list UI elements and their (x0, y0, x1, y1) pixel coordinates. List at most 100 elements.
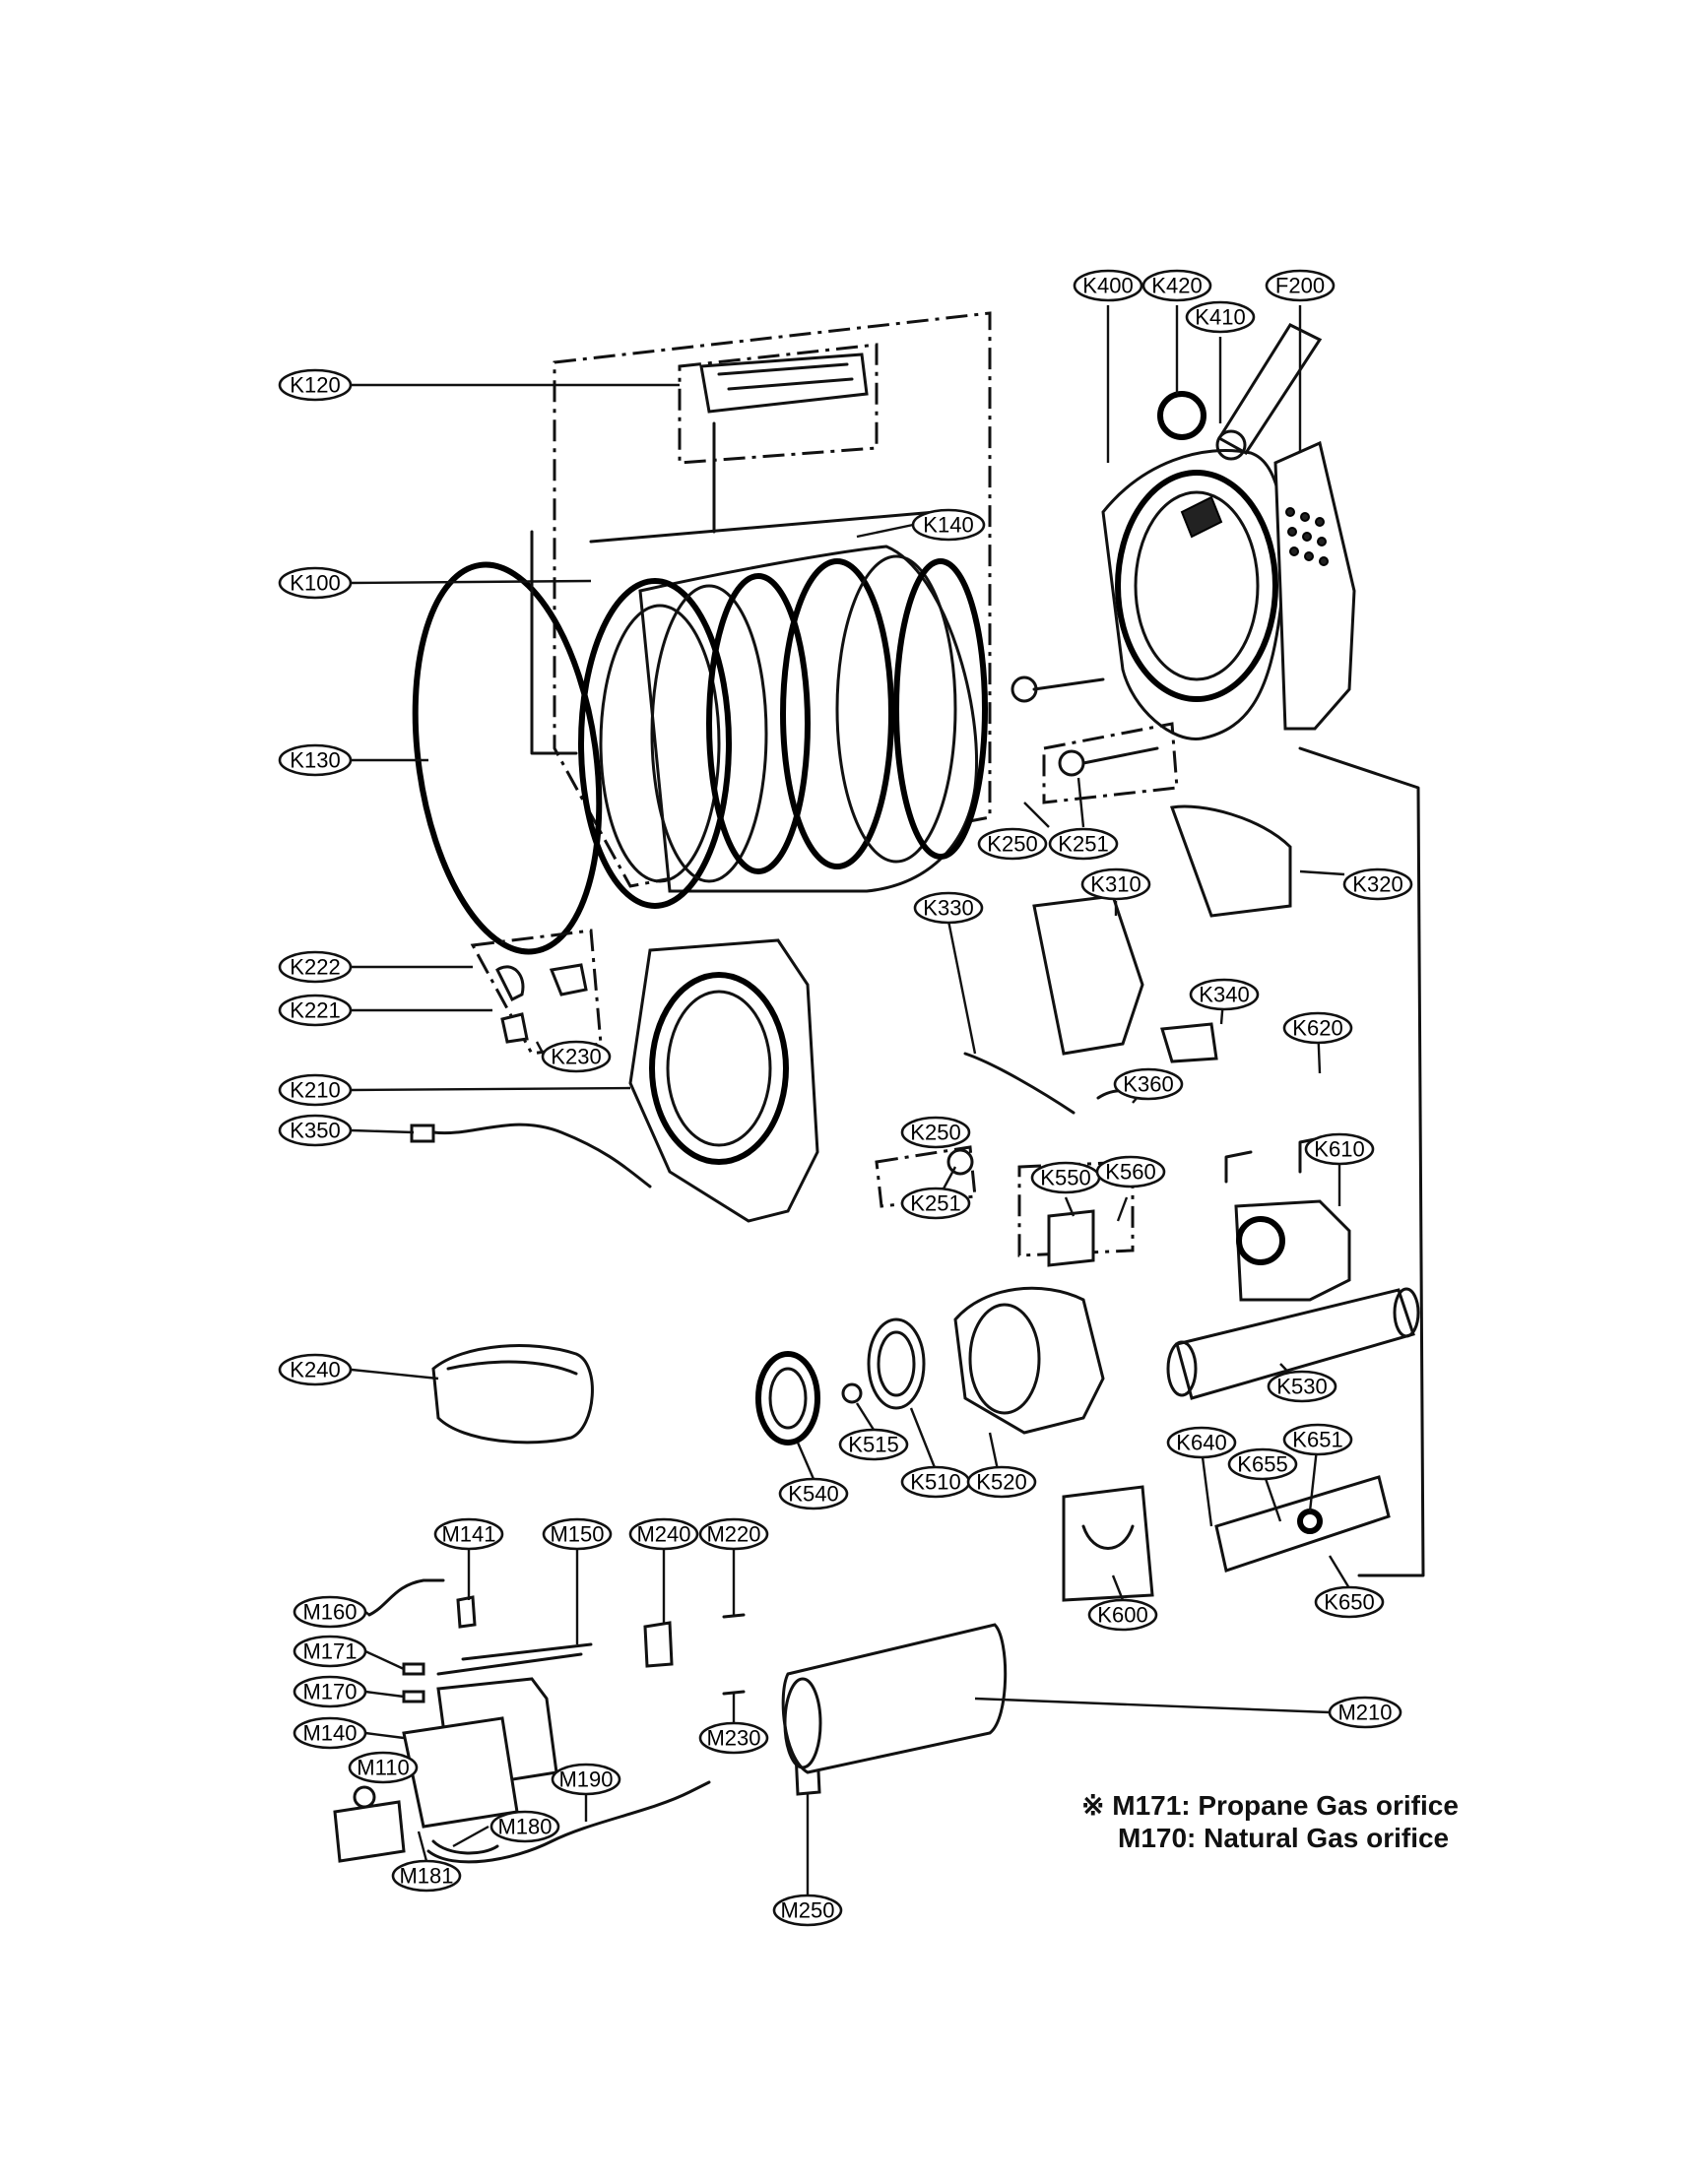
callout-k210: K210 (278, 1073, 353, 1107)
drum-assembly (412, 311, 992, 955)
svg-text:K350: K350 (290, 1119, 340, 1143)
callout-k410: K410 (1185, 300, 1256, 334)
svg-text:K251: K251 (910, 1191, 960, 1216)
svg-text:K530: K530 (1276, 1375, 1327, 1399)
callout-m170: M170 (293, 1675, 367, 1708)
svg-text:K515: K515 (848, 1433, 898, 1457)
svg-text:K410: K410 (1195, 305, 1245, 330)
callout-k600: K600 (1087, 1598, 1158, 1632)
callout-k620: K620 (1282, 1011, 1353, 1045)
svg-text:K550: K550 (1040, 1166, 1090, 1190)
svg-text:K330: K330 (923, 896, 973, 921)
filter-grille (1285, 507, 1329, 566)
svg-text:K210: K210 (290, 1078, 340, 1103)
svg-text:M230: M230 (706, 1726, 760, 1751)
callout-m141: M141 (433, 1517, 504, 1551)
callout-k400: K400 (1073, 269, 1143, 302)
callout-k340: K340 (1189, 978, 1260, 1011)
callout-m180: M180 (489, 1810, 560, 1843)
svg-text:F200: F200 (1275, 274, 1325, 298)
svg-text:K250: K250 (910, 1121, 960, 1145)
callout-k610: K610 (1304, 1132, 1375, 1166)
callout-m140: M140 (293, 1716, 367, 1750)
callout-k515: K515 (838, 1428, 909, 1461)
callout-k520: K520 (966, 1465, 1037, 1499)
svg-text:M171: M171 (302, 1639, 357, 1664)
callout-k140: K140 (911, 508, 986, 542)
callout-k655: K655 (1227, 1447, 1298, 1481)
callout-m181: M181 (391, 1859, 462, 1893)
svg-text:M170: M170 (302, 1680, 357, 1704)
svg-text:K340: K340 (1199, 983, 1249, 1007)
svg-text:K230: K230 (551, 1045, 601, 1069)
callout-k360: K360 (1113, 1067, 1184, 1101)
svg-text:K540: K540 (788, 1482, 838, 1507)
callout-m250: M250 (772, 1894, 843, 1927)
callout-k251-lower: K251 (900, 1187, 971, 1220)
callout-m210: M210 (1328, 1696, 1402, 1729)
svg-text:K360: K360 (1123, 1072, 1173, 1097)
svg-text:K420: K420 (1151, 274, 1202, 298)
svg-text:M110: M110 (357, 1756, 409, 1780)
svg-text:K140: K140 (923, 513, 973, 538)
svg-text:M210: M210 (1337, 1701, 1392, 1725)
svg-text:M220: M220 (706, 1522, 760, 1547)
callout-k230: K230 (541, 1040, 612, 1073)
svg-text:K520: K520 (976, 1470, 1026, 1495)
callout-m220: M220 (698, 1517, 769, 1551)
svg-text:M150: M150 (550, 1522, 604, 1547)
svg-text:K610: K610 (1314, 1137, 1364, 1162)
motor-blower-assembly (755, 1135, 1420, 1602)
callout-m110: M110 (348, 1751, 419, 1784)
callout-k550: K550 (1030, 1161, 1101, 1194)
callout-k510: K510 (900, 1465, 971, 1499)
svg-text:K560: K560 (1105, 1160, 1155, 1185)
svg-text:M141: M141 (441, 1522, 495, 1547)
svg-text:K130: K130 (290, 748, 340, 773)
callout-m160: M160 (293, 1595, 367, 1629)
callout-k420: K420 (1141, 269, 1212, 302)
callout-k120: K120 (278, 368, 353, 402)
svg-text:M181: M181 (399, 1864, 453, 1889)
svg-text:K655: K655 (1237, 1452, 1287, 1477)
svg-text:K400: K400 (1082, 274, 1133, 298)
callout-m150: M150 (542, 1517, 613, 1551)
svg-text:M240: M240 (636, 1522, 690, 1547)
svg-text:M160: M160 (302, 1600, 357, 1625)
note-natural-gas-orifice: M170: Natural Gas orifice (1118, 1823, 1450, 1853)
callout-k240: K240 (278, 1353, 353, 1386)
svg-text:K620: K620 (1292, 1016, 1342, 1041)
callout-f200: F200 (1265, 269, 1336, 302)
callout-k250-lower: K250 (900, 1116, 971, 1149)
callout-k320: K320 (1342, 867, 1413, 901)
callout-k310: K310 (1080, 867, 1151, 901)
callout-k222: K222 (278, 950, 353, 984)
svg-text:K240: K240 (290, 1358, 340, 1382)
svg-text:K310: K310 (1090, 872, 1141, 897)
callout-k650: K650 (1314, 1585, 1385, 1619)
svg-text:K120: K120 (290, 373, 340, 398)
callout-k100: K100 (278, 566, 353, 600)
callout-m240: M240 (628, 1517, 699, 1551)
callout-k250-upper: K250 (977, 827, 1048, 861)
gas-valve-assembly (333, 1578, 1008, 1864)
callout-k530: K530 (1267, 1370, 1337, 1403)
note-propane-orifice: ※ M171: Propane Gas orifice (1081, 1790, 1459, 1821)
callout-k540: K540 (778, 1477, 849, 1510)
callout-labels: K120 K100 K130 K140 K400 K420 K410 F200 … (278, 269, 1413, 1927)
svg-text:K222: K222 (290, 955, 340, 980)
svg-text:K510: K510 (910, 1470, 960, 1495)
svg-text:K651: K651 (1292, 1428, 1342, 1452)
callout-k651: K651 (1282, 1423, 1353, 1456)
callout-k330: K330 (913, 891, 984, 925)
callout-k350: K350 (278, 1114, 353, 1147)
callout-m171: M171 (293, 1635, 367, 1668)
svg-text:K650: K650 (1324, 1590, 1374, 1615)
callout-k640: K640 (1166, 1426, 1237, 1459)
svg-text:M140: M140 (302, 1721, 357, 1746)
svg-text:K250: K250 (987, 832, 1037, 857)
callout-k560: K560 (1095, 1155, 1166, 1188)
front-bulkhead-assembly (1010, 323, 1425, 1577)
callout-k130: K130 (278, 743, 353, 777)
